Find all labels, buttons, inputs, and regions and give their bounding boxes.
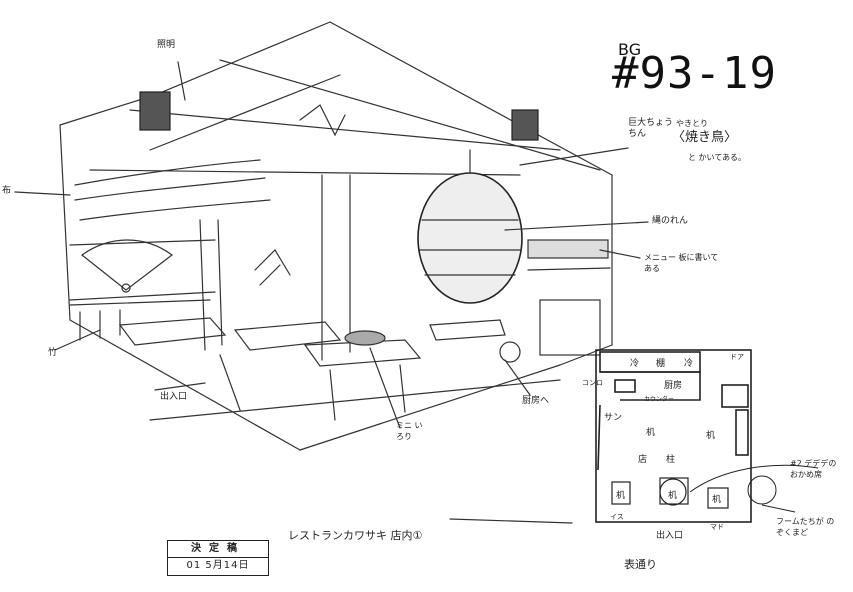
plan-chair: イス bbox=[610, 513, 624, 521]
plan-store: 店 bbox=[638, 455, 648, 465]
plan-counter: カウンター bbox=[644, 396, 675, 403]
bg-prefix: BG bbox=[618, 40, 642, 59]
note-menu: メニュー 板に書いてある bbox=[644, 253, 719, 273]
plan-shelf: 棚 bbox=[656, 359, 666, 369]
note-noren: 縄のれん bbox=[652, 216, 689, 226]
plan-table-3: 机 bbox=[616, 491, 626, 501]
note-lantern-suffix: と かいてある。 bbox=[688, 153, 747, 162]
plan-fridge: 冷 bbox=[684, 359, 694, 369]
plan-table-5: 机 bbox=[712, 495, 722, 505]
approval-date: 01 5月14日 bbox=[186, 560, 250, 571]
note-bamboo: 竹 bbox=[48, 348, 58, 358]
plan-pillar: 柱 bbox=[666, 455, 676, 465]
plan-table-4: 机 bbox=[668, 491, 678, 501]
plan-callout-dedede: #2 デデデのおかめ席 bbox=[790, 459, 837, 479]
plan-stove: コンロ bbox=[582, 379, 603, 387]
plan-kitchen: 厨房 bbox=[664, 381, 683, 391]
note-cloth: 布 bbox=[2, 186, 12, 196]
note-lantern-text: 〈焼き鳥〉 bbox=[672, 130, 738, 145]
plan-table-1: 机 bbox=[646, 428, 656, 438]
approval-title: 決定稿 bbox=[168, 541, 268, 558]
note-lighting: 照明 bbox=[157, 40, 176, 50]
plan-title: 表通り bbox=[624, 558, 657, 571]
plan-window: マド bbox=[710, 523, 724, 531]
plan-table-2: 机 bbox=[706, 431, 716, 441]
plan-entrance: 出入口 bbox=[656, 531, 684, 541]
scene-number: #93-19 bbox=[612, 48, 777, 99]
plan-callout-fume: フームたちが のぞくまど bbox=[776, 517, 835, 537]
note-kitchen: 厨房へ bbox=[522, 396, 550, 406]
note-lantern-ruby: やきとり bbox=[676, 119, 708, 128]
note-exit: 出入口 bbox=[160, 392, 188, 402]
plan-door: ドア bbox=[730, 353, 744, 361]
plan-san: サン bbox=[604, 413, 623, 423]
note-lantern-title: 巨大ちょうちん bbox=[628, 118, 674, 139]
caption: レストランカワサキ 店内① bbox=[288, 529, 423, 542]
approval-stamp: 決定稿 01 5月14日 bbox=[167, 540, 269, 576]
plan-cooler: 冷 bbox=[630, 359, 640, 369]
note-mini-irori: ミニ いろり bbox=[396, 421, 423, 441]
